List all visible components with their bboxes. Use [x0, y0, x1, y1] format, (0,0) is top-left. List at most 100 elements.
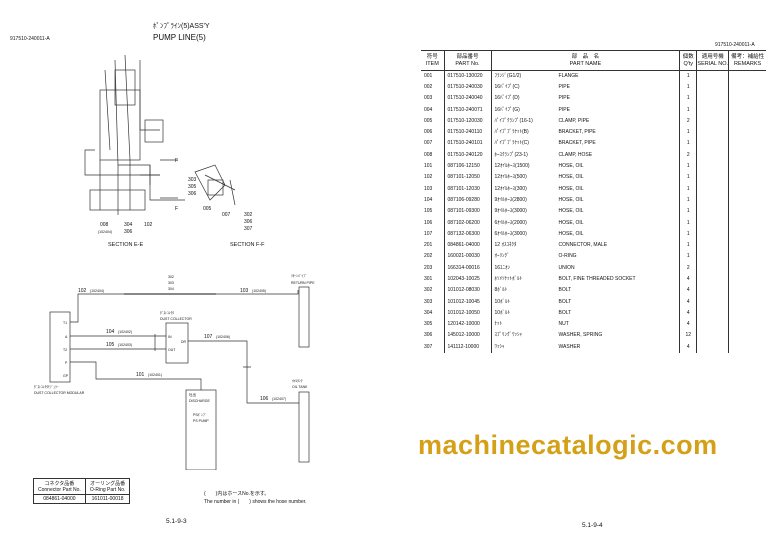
discharge-label: DISCHARGE — [189, 399, 210, 403]
name-jp-cell: 16ﾊﾟｲﾌﾟ(G) — [490, 104, 556, 116]
part-no-cell: 017510-240110 — [443, 126, 491, 139]
name-jp-cell: ﾎｿﾒｿｹｯﾄﾎﾞﾙﾄ — [490, 273, 556, 286]
qty-cell: 1 — [679, 138, 697, 150]
qty-cell: 2 — [679, 149, 697, 161]
part-no-cell: 141112-10000 — [443, 341, 491, 353]
pump-line-drawing — [84, 54, 236, 215]
remarks-cell — [728, 217, 766, 229]
header-qty-jp: 個数 — [682, 53, 694, 60]
name-jp-cell: 16ﾊﾟｲﾌﾟ(D) — [490, 93, 556, 105]
part-no-cell: 017510-240040 — [443, 93, 491, 105]
part-no-cell: 087101-12030 — [443, 183, 491, 195]
qty-cell: 4 — [679, 273, 697, 286]
name-jp-cell: 8ﾎﾞﾙﾄ — [490, 285, 556, 297]
item-cell: 003 — [424, 95, 433, 102]
hose-103-sub: (102405) — [252, 289, 266, 293]
remarks-cell — [728, 206, 766, 218]
qty-cell: 1 — [679, 93, 697, 105]
port-t2: T2 — [63, 348, 67, 352]
serial-cell — [696, 194, 729, 207]
callout-f1: F — [175, 158, 178, 164]
name-jp-cell: 9ｵｲﾙﾎｰｽ(2800) — [490, 194, 556, 207]
note-en: The number in ( ) shows the hose number. — [204, 499, 307, 505]
hose-104: 104 — [106, 329, 115, 335]
serial-cell — [696, 228, 729, 240]
name-en-cell: BRACKET, PIPE — [558, 140, 596, 147]
remarks-cell — [728, 183, 766, 195]
item-cell: 103 — [424, 185, 433, 192]
name-en-cell: HOSE, OIL — [558, 196, 584, 203]
part-no-cell: 101012-10050 — [443, 307, 491, 320]
qty-cell: 1 — [679, 228, 697, 240]
name-jp-cell: ﾅｯﾄ — [490, 319, 556, 331]
callout-306-f: 306 — [244, 219, 253, 225]
qty-cell: 1 — [679, 251, 697, 263]
name-jp-cell: ｽﾌﾟﾘﾝｸﾞﾜｯｼｬ — [490, 330, 556, 342]
modular-label: DUST COLLECTOR MODULAR — [34, 391, 85, 395]
name-en-cell: PIPE — [558, 95, 570, 102]
part-no-cell: 017510-240071 — [443, 104, 491, 116]
name-en-cell: BRACKET, PIPE — [558, 129, 596, 136]
port-t1: T1 — [63, 321, 67, 325]
serial-cell — [696, 319, 729, 331]
right-page-number: 5.1-9-4 — [582, 522, 603, 529]
callout-303: 303 — [188, 177, 197, 183]
remarks-cell — [728, 251, 766, 263]
hose-105-sub: (102403) — [118, 343, 132, 347]
item-cell: 004 — [424, 106, 433, 113]
qty-cell: 1 — [679, 81, 697, 94]
name-en-cell: HOSE, OIL — [558, 185, 584, 192]
hydraulic-schematic — [49, 286, 310, 470]
callout-f2: F — [175, 206, 178, 212]
remarks-cell — [728, 172, 766, 184]
qty-cell: 4 — [679, 319, 697, 331]
remarks-cell — [728, 262, 766, 274]
qty-cell: 12 — [679, 330, 697, 342]
callout-305: 305 — [188, 184, 197, 190]
qty-cell: 1 — [679, 160, 697, 173]
part-no-cell: 087106-12150 — [443, 160, 491, 173]
name-jp-cell: 10ﾎﾞﾙﾄ — [490, 296, 556, 308]
name-en-cell: BOLT, FINE THREADED SOCKET — [558, 275, 636, 282]
connector-header: Connector Part No. — [38, 487, 81, 493]
callout-304: 304 — [124, 222, 133, 228]
part-no-cell: 087101-09300 — [443, 206, 491, 218]
name-jp-cell: ﾊﾟｲﾌﾟｸﾗﾝﾌﾟ(16-1) — [490, 115, 556, 127]
qty-cell: 4 — [679, 307, 697, 320]
part-no-cell: 087102-06200 — [443, 217, 491, 229]
part-no-cell: 017510-240120 — [443, 149, 491, 161]
title-en: PUMP LINE(5) — [153, 33, 206, 42]
name-en-cell: HOSE, OIL — [558, 208, 584, 215]
item-cell: 001 — [424, 72, 433, 79]
parts-303: 303 — [168, 281, 174, 285]
hose-101: 101 — [136, 372, 145, 378]
hose-104-sub: (102402) — [118, 330, 132, 334]
name-jp-cell: ﾌﾗﾝｼﾞ(G1/2) — [490, 70, 556, 82]
item-cell: 104 — [424, 196, 433, 203]
item-cell: 007 — [424, 140, 433, 147]
serial-cell — [696, 307, 729, 320]
serial-cell — [696, 104, 729, 116]
qty-cell: 1 — [679, 239, 697, 252]
parts-302: 302 — [168, 275, 174, 279]
callout-306-e: 306 — [124, 229, 133, 235]
left-doc-number: 917510-240011-A — [10, 36, 50, 42]
serial-cell — [696, 330, 729, 342]
item-cell: 307 — [424, 343, 433, 350]
name-en-cell: BOLT — [558, 309, 572, 316]
item-cell: 305 — [424, 321, 433, 328]
remarks-cell — [728, 285, 766, 297]
right-doc-number: 917510-240011-A — [715, 42, 755, 48]
callout-307: 307 — [244, 226, 253, 232]
assembly-drawing: F F 303 305 306 005 007 302 306 307 008 … — [34, 54, 315, 470]
oring-part-no: 161011-00018 — [84, 494, 131, 504]
